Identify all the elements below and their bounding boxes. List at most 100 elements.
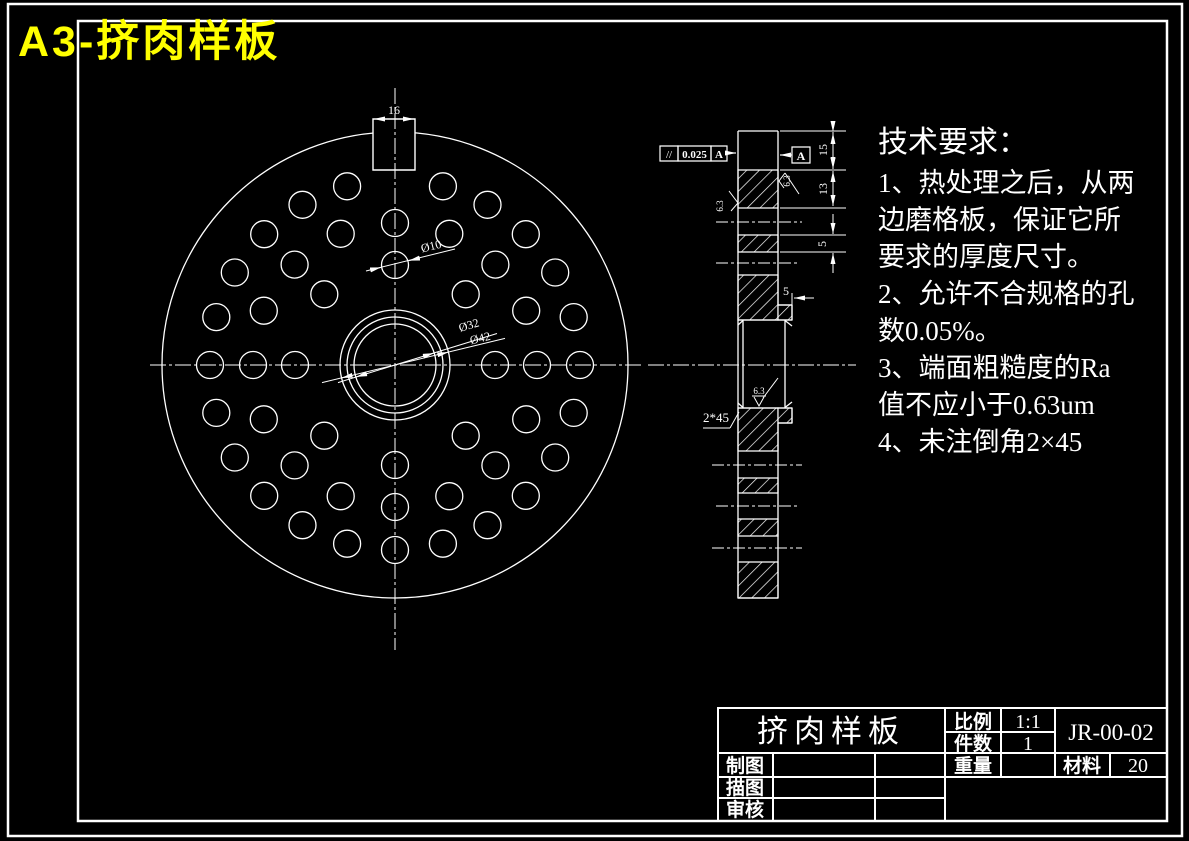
scale-label: 比例	[954, 710, 992, 733]
plate-hole	[281, 251, 308, 278]
plate-hole	[311, 281, 338, 308]
section-hatch-band	[738, 408, 778, 451]
parallelism-tolerance-frame: // 0.025 A	[660, 146, 736, 161]
tech-note-line: 1、热处理之后，从两	[878, 168, 1135, 198]
technical-notes: 技术要求： 1、热处理之后，从两 边磨格板，保证它所 要求的厚度尺寸。 2、允许…	[878, 126, 1135, 457]
plate-hole	[429, 173, 456, 200]
drawn-label: 制图	[726, 754, 764, 777]
weight-label: 重量	[954, 755, 992, 777]
plate-hole	[221, 444, 248, 471]
chamfer-note: 2*45	[703, 410, 739, 428]
roughness-right-value: 6.3	[782, 175, 792, 187]
plate-hole	[334, 530, 361, 557]
title-block-text: 挤肉样板 比例 1:1 件数 1 JR-00-02 重量 材料 20 制图 描图…	[726, 710, 1154, 821]
plate-hole	[567, 352, 594, 379]
plate-hole	[203, 304, 230, 331]
section-hatch-band	[738, 170, 778, 208]
plate-hole	[327, 220, 354, 247]
scale-value: 1:1	[1015, 711, 1041, 733]
dim-tab-width: 16	[388, 103, 400, 117]
tech-note-line: 数0.05%。	[878, 316, 1002, 346]
tolerance-datum-ref: A	[715, 149, 723, 161]
section-hatch-band	[778, 305, 792, 320]
plate-hole	[482, 452, 509, 479]
dim-hole-band: 5	[815, 241, 829, 247]
plate-hole	[334, 173, 361, 200]
front-view-dimensions: 16 Ø10 Ø32 Ø42	[322, 103, 505, 383]
tech-note-line: 2、允许不合规格的孔	[878, 279, 1135, 309]
dim-web: 13	[816, 183, 830, 195]
plate-hole	[542, 444, 569, 471]
dim-boss-protrusion: 5	[783, 284, 789, 298]
plate-hole	[221, 259, 248, 286]
front-view	[162, 119, 628, 598]
plate-hole	[482, 251, 509, 278]
plate-hole	[542, 259, 569, 286]
plate-hole	[512, 482, 539, 509]
tech-note-line: 3、端面粗糙度的Ra	[878, 353, 1111, 383]
tolerance-value: 0.025	[682, 149, 707, 161]
parallelism-symbol: //	[666, 149, 673, 161]
plate-hole	[452, 422, 479, 449]
plate-hole	[436, 220, 463, 247]
dim-boss-dia: Ø42	[468, 329, 491, 347]
traced-label: 描图	[726, 776, 764, 799]
dim-slot-depth: 15	[816, 144, 830, 156]
plate-hole	[311, 422, 338, 449]
qty-value: 1	[1023, 733, 1033, 755]
plate-hole	[289, 512, 316, 539]
roughness-left-value: 6.3	[715, 200, 725, 212]
sheet-title: A3-挤肉样板	[18, 18, 280, 66]
inner-frame	[78, 21, 1167, 821]
plate-hole	[429, 530, 456, 557]
section-hatch-band	[738, 275, 778, 320]
plate-hole	[251, 221, 278, 248]
material-label: 材料	[1063, 754, 1101, 777]
roughness-bore-value: 6.3	[753, 386, 765, 396]
section-hatch-band	[738, 562, 778, 598]
plate-hole	[560, 399, 587, 426]
section-hole-centerlines	[712, 222, 802, 548]
tech-note-line: 要求的厚度尺寸。	[878, 242, 1094, 272]
outer-border	[8, 4, 1182, 836]
plate-hole	[513, 406, 540, 433]
datum-label: A	[797, 149, 806, 163]
dim-bore-dia: Ø32	[457, 315, 481, 334]
tech-note-line: 值不应小于0.63um	[878, 390, 1095, 420]
material-value: 20	[1128, 755, 1148, 777]
title-block	[718, 708, 1167, 821]
plate-hole	[250, 406, 277, 433]
drawing-number: JR-00-02	[1068, 720, 1154, 745]
plate-hole	[474, 512, 501, 539]
plate-hole	[436, 483, 463, 510]
section-dimensions: 15 13 5 5	[780, 121, 846, 305]
chamfer-note-text: 2*45	[703, 410, 729, 425]
datum-a-box: A	[780, 147, 810, 163]
plate-hole	[452, 281, 479, 308]
plate-hole	[289, 191, 316, 218]
key-tab	[373, 119, 415, 170]
section-hatch-band	[738, 519, 778, 536]
section-hatch-band	[778, 408, 792, 423]
front-view-centerlines	[150, 88, 643, 650]
part-name: 挤肉样板	[757, 714, 905, 749]
plate-hole	[512, 221, 539, 248]
section-hatch-bands	[738, 170, 792, 598]
roughness-left: 6.3	[715, 191, 738, 212]
plate-hole	[251, 482, 278, 509]
tech-note-line: 4、未注倒角2×45	[878, 427, 1082, 457]
dim-hole-dia: Ø10	[419, 237, 442, 256]
plate-hole	[203, 399, 230, 426]
plate-hole	[250, 297, 277, 324]
tech-notes-title: 技术要求：	[878, 126, 1028, 159]
roughness-right: 6.3	[779, 173, 799, 194]
section-hatch-band	[738, 235, 778, 252]
tech-note-line: 边磨格板，保证它所	[878, 205, 1121, 235]
qty-label: 件数	[954, 732, 993, 755]
section-hatch-band	[738, 478, 778, 493]
plate-hole	[474, 191, 501, 218]
plate-hole	[560, 304, 587, 331]
checked-label: 审核	[726, 798, 764, 821]
